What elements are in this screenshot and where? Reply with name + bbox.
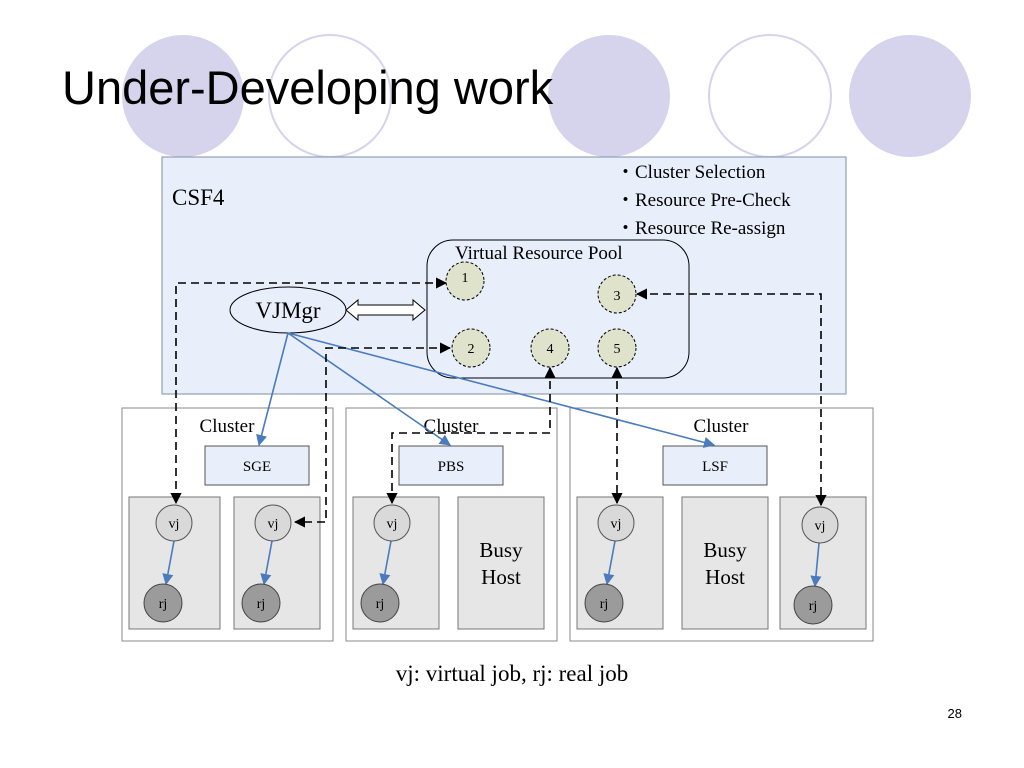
slide-title: Under-Developing work [62, 61, 554, 114]
rj-node [793, 585, 833, 625]
rj-node [360, 583, 400, 623]
vj-to-rj-arrow [379, 540, 392, 586]
vj-label: vj [268, 517, 279, 532]
feature-resource-precheck: ・Resource Pre-Check [616, 190, 791, 211]
rj-label: rj [257, 597, 266, 612]
cluster-label-sge: Cluster [200, 416, 256, 437]
busy-host-box [681, 496, 769, 630]
rj-label: rj [159, 597, 168, 612]
scheduler-label-lsf: LSF [702, 459, 728, 475]
csf4-label: CSF4 [172, 185, 225, 210]
busy-host-label: Host [481, 565, 521, 589]
vj-to-rj-arrow [603, 540, 616, 586]
vj-to-rj-arrow [162, 540, 175, 586]
rj-node [241, 583, 281, 623]
rj-node [143, 583, 183, 623]
pool-node-label-2: 2 [468, 342, 475, 357]
pool-node-label-3: 3 [614, 289, 621, 304]
pool-node-label-4: 4 [547, 342, 554, 357]
vj-node [801, 506, 839, 544]
rj-label: rj [809, 599, 818, 614]
busy-host-label: Host [705, 565, 745, 589]
pool-node-4 [530, 328, 570, 368]
pool-node-2 [451, 328, 491, 368]
scheduler-label-pbs: PBS [438, 459, 465, 475]
vj-node [373, 504, 411, 542]
deco-circle-filled [548, 35, 670, 157]
theme-decoration [122, 34, 971, 158]
vj-label: vj [169, 517, 180, 532]
cluster-label-pbs: Cluster [424, 416, 480, 437]
rj-node [584, 583, 624, 623]
busy-host-label: Busy [703, 538, 747, 562]
pool-node-label-5: 5 [614, 342, 621, 357]
deco-circle-filled [122, 35, 244, 157]
vj-node [254, 504, 292, 542]
busy-host-label: Busy [479, 538, 523, 562]
vj-node [155, 504, 193, 542]
pool-label: Virtual Resource Pool [455, 243, 623, 264]
busy-host-box [457, 496, 545, 630]
deco-circle-filled [849, 35, 971, 157]
vj-label: vj [815, 519, 826, 534]
vjmgr-label: VJMgr [255, 298, 321, 323]
dashed-link-3-to-lsf-vj [635, 288, 827, 507]
page-number: 28 [947, 706, 962, 721]
pool-node-label-1: 1 [462, 271, 469, 286]
dashed-link-1-to-sge-vj [170, 277, 448, 505]
rj-label: rj [600, 597, 609, 612]
pool-node-1 [445, 261, 485, 301]
dashed-link-4-to-pbs-vj [386, 366, 556, 505]
feature-resource-reassign: ・Resource Re-assign [616, 218, 786, 239]
scheduler-label-sge: SGE [243, 459, 271, 475]
vj-to-rj-arrow [260, 540, 273, 586]
vj-label: vj [387, 517, 398, 532]
pool-node-3 [597, 274, 637, 314]
vj-label: vj [611, 517, 622, 532]
cluster-label-lsf: Cluster [694, 416, 750, 437]
vj-to-rj-arrow [810, 542, 822, 588]
rj-label: rj [376, 597, 385, 612]
pool-node-5 [597, 328, 637, 368]
feature-cluster-selection: ・Cluster Selection [616, 162, 766, 183]
dashed-link-2-to-sge-vj [293, 342, 452, 528]
legend-caption: vj: virtual job, rj: real job [395, 661, 629, 686]
vj-node [597, 504, 635, 542]
